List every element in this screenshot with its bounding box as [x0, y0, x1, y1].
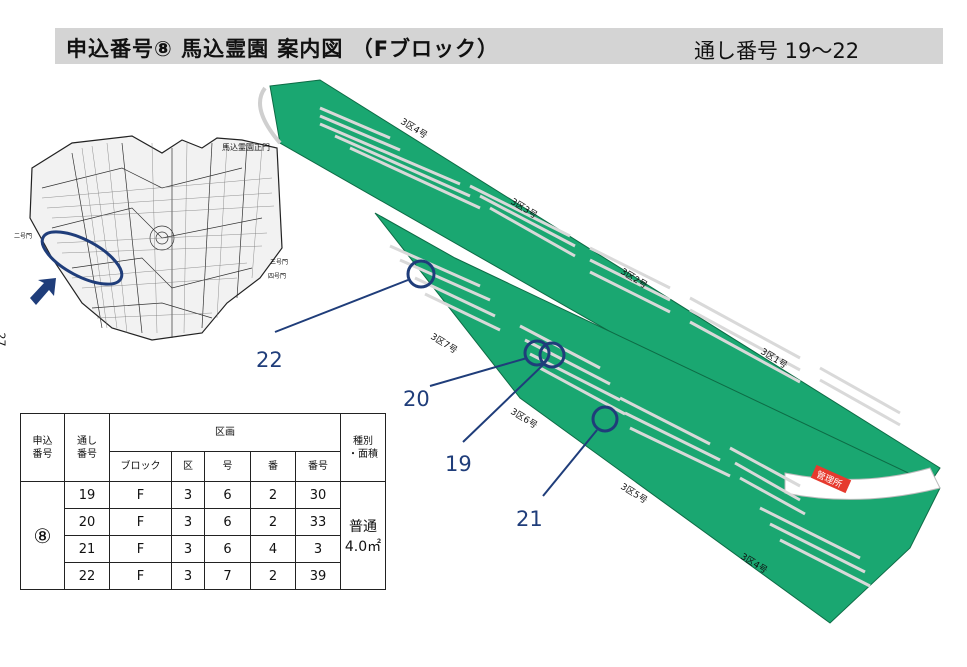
- cell-bango: 39: [295, 562, 341, 590]
- cell-block: F: [109, 508, 172, 536]
- callout-21: 21: [516, 507, 543, 531]
- cell-ban: 2: [250, 562, 296, 590]
- header-app-no: 申込 番号: [20, 413, 65, 482]
- plot-table: 申込 番号 通し 番号 区画 種別 ・面積 ブロック 区 号 番 番号 ⑧ 19…: [20, 413, 386, 590]
- cell-ban: 2: [250, 481, 296, 509]
- minimap-main-gate-label: 馬込霊園正門: [222, 143, 270, 152]
- cell-ku: 3: [171, 508, 205, 536]
- cell-go: 6: [204, 508, 251, 536]
- leader-line-19: [462, 363, 545, 443]
- leader-line-22: [274, 279, 409, 333]
- area-value: 4.0㎡: [344, 538, 382, 555]
- cell-block: F: [109, 562, 172, 590]
- app-number-cell: ⑧: [20, 481, 65, 590]
- side-page-number: 27: [0, 332, 8, 347]
- leader-line-21: [542, 429, 598, 497]
- cell-block: F: [109, 535, 172, 563]
- lower-plot-rows: [389, 244, 871, 588]
- type-value: 普通: [349, 518, 377, 535]
- cell-bango: 30: [295, 481, 341, 509]
- callout-20: 20: [403, 387, 430, 411]
- header-serial: 通し 番号: [64, 413, 110, 482]
- cell-bango: 33: [295, 508, 341, 536]
- cell-bango: 3: [295, 535, 341, 563]
- office-sign: [810, 464, 852, 494]
- f-block-highlight: [40, 230, 124, 286]
- header-block: ブロック: [109, 451, 172, 482]
- table-row: 22 F 3 7 2 39: [21, 562, 386, 590]
- header-section: 区画: [109, 413, 341, 452]
- target-circle-19: [538, 341, 566, 369]
- callout-22: 22: [256, 348, 283, 372]
- cell-block: F: [109, 481, 172, 509]
- callout-19: 19: [445, 452, 472, 476]
- district-label: 3区6号: [508, 406, 539, 431]
- page-title: 申込番号⑧ 馬込霊園 案内図 （Fブロック）: [66, 37, 500, 61]
- cell-go: 6: [204, 535, 251, 563]
- target-circle-21: [591, 405, 619, 433]
- cell-ku: 3: [171, 535, 205, 563]
- cell-serial: 21: [64, 535, 110, 563]
- pointer-arrow-icon: [30, 278, 56, 305]
- header-ku: 区: [171, 451, 205, 482]
- cell-go: 6: [204, 481, 251, 509]
- cell-serial: 19: [64, 481, 110, 509]
- header-type-area: 種別 ・面積: [340, 413, 386, 482]
- cell-serial: 20: [64, 508, 110, 536]
- table-row: 20 F 3 6 2 33: [21, 508, 386, 536]
- cell-ku: 3: [171, 562, 205, 590]
- minimap-gate-4-label: 四号門: [268, 273, 286, 280]
- f-block-map: 3区4号 3区3号 3区2号 3区1号 3区7号 3区6号 3区5号 3区4号 …: [258, 79, 941, 624]
- serial-number: 通し番号 19～22: [694, 39, 860, 63]
- header-bar: [55, 28, 943, 64]
- cell-ku: 3: [171, 481, 205, 509]
- target-circle-22: [406, 259, 436, 289]
- header-go: 号: [204, 451, 251, 482]
- header-ban: 番: [250, 451, 296, 482]
- minimap-gate-2-label: 二号門: [14, 233, 32, 240]
- overview-map: 馬込霊園正門 二号門 三号門 四号門: [12, 128, 290, 346]
- minimap-gate-3-label: 三号門: [270, 259, 288, 266]
- table-row: 21 F 3 6 4 3: [21, 535, 386, 563]
- cell-go: 7: [204, 562, 251, 590]
- cell-ban: 4: [250, 535, 296, 563]
- cell-ban: 2: [250, 508, 296, 536]
- type-area-cell: 普通 4.0㎡: [340, 481, 386, 590]
- leader-line-20: [429, 357, 528, 387]
- district-label: 3区7号: [428, 331, 459, 356]
- cell-serial: 22: [64, 562, 110, 590]
- table-row: ⑧ 19 F 3 6 2 30 普通 4.0㎡: [20, 481, 386, 590]
- header-bango: 番号: [295, 451, 341, 482]
- upper-plot-rows: [319, 106, 901, 427]
- target-circle-20: [523, 339, 551, 367]
